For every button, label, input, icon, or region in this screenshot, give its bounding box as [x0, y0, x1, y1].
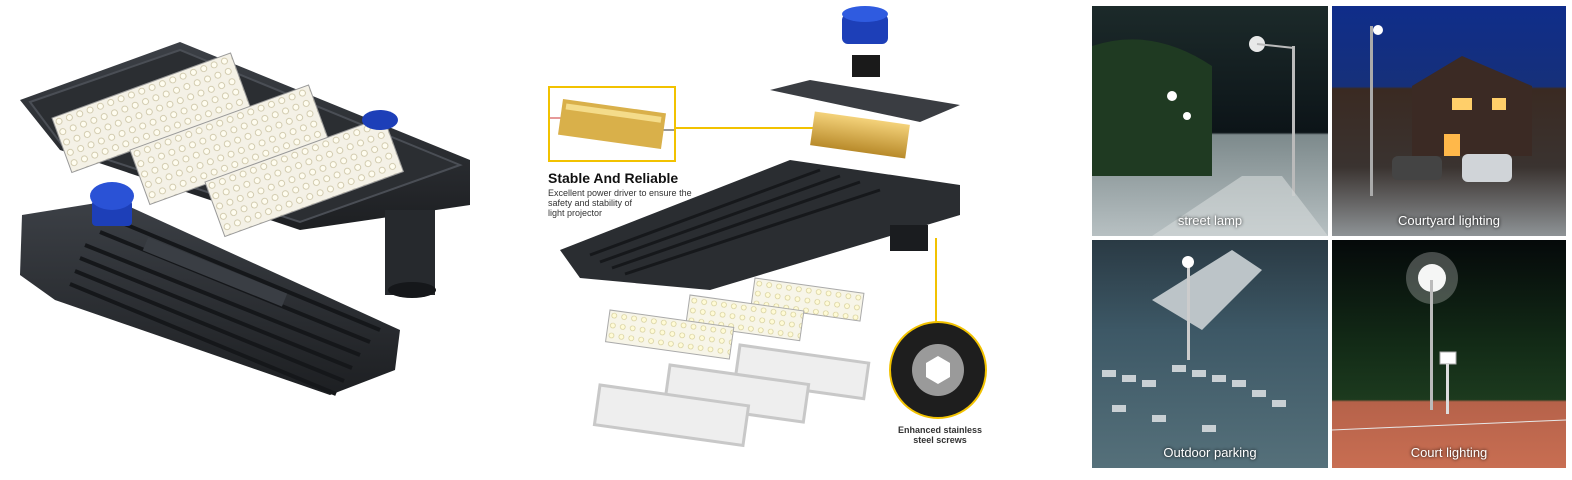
screw-label-line: Enhanced stainless: [897, 425, 983, 435]
street-lamp-photo: street lamp: [1092, 6, 1328, 236]
photo-caption: Court lighting: [1410, 445, 1488, 460]
street-lamp-scene: [1092, 36, 1328, 236]
driver-callout-box: [548, 86, 676, 162]
street-light-render-image: [20, 42, 470, 396]
power-driver-image: [550, 98, 674, 150]
callout-desc-line: Excellent power driver to ensure the: [548, 188, 692, 198]
photo-caption: street lamp: [1177, 213, 1243, 228]
screw-label-line: steel screws: [913, 435, 967, 445]
photo-caption: Outdoor parking: [1163, 445, 1257, 460]
callout-desc-line: safety and stability of: [548, 198, 633, 208]
court-scene: [1332, 252, 1566, 431]
parking-scene: [1102, 250, 1286, 432]
exploded-diagram-image: [560, 6, 987, 448]
court-lighting-photo: Court lighting: [1332, 240, 1566, 468]
product-render: [0, 0, 500, 480]
callout-title: Stable And Reliable: [548, 170, 679, 186]
photo-caption: Courtyard lighting: [1398, 213, 1500, 228]
courtyard-photo: Courtyard lighting: [1332, 6, 1566, 236]
callout-desc-line: light projector: [548, 208, 603, 218]
outdoor-parking-photo: Outdoor parking: [1092, 240, 1328, 468]
courtyard-scene: [1370, 25, 1532, 196]
callout-description: Excellent power driver to ensure the saf…: [548, 188, 718, 218]
screw-label: Enhanced stainless steel screws: [885, 425, 995, 445]
exploded-view: [520, 0, 1040, 480]
